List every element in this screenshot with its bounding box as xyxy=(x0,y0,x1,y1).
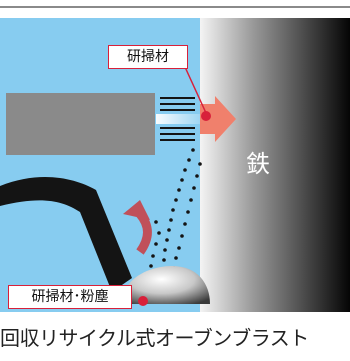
iron-plate xyxy=(200,18,350,312)
dust-collector xyxy=(122,266,210,304)
blast-jet xyxy=(156,114,200,124)
recovery-hose xyxy=(0,177,132,292)
abrasive-leader-line xyxy=(184,66,207,114)
blast-jet-lines xyxy=(160,97,195,141)
rebound-particles xyxy=(149,148,202,272)
abrasive-dust-label: 研掃材･粉塵 xyxy=(8,285,132,309)
iron-label: 鉄 xyxy=(246,150,270,178)
return-arrow-head xyxy=(123,200,150,220)
top-divider xyxy=(0,6,350,8)
abrasive-marker-dot xyxy=(201,111,211,121)
blast-nozzle xyxy=(6,93,155,155)
abrasive-label: 研掃材 xyxy=(108,45,188,69)
diagram-caption: 回収リサイクル式オーブンブラスト xyxy=(0,326,309,350)
dust-marker-dot xyxy=(138,296,148,306)
blast-direction-arrow xyxy=(200,96,236,142)
